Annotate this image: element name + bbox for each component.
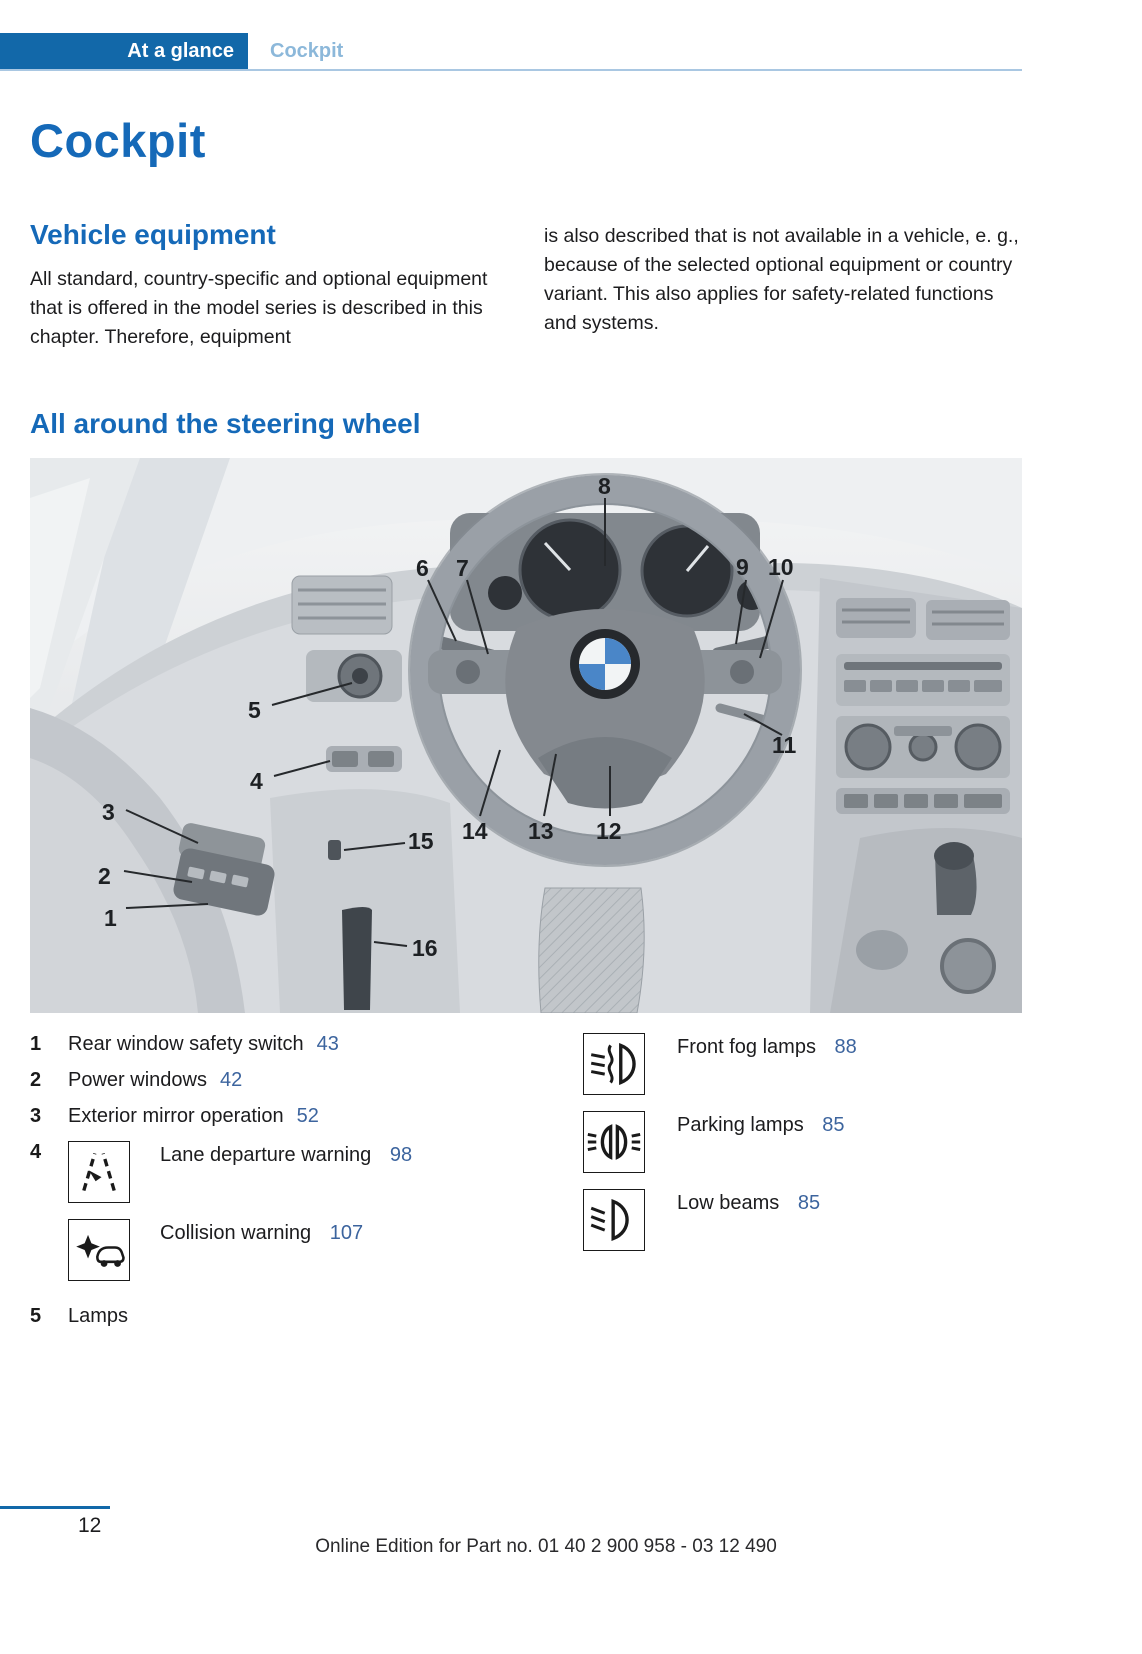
steering-wheel-heading: All around the steering wheel bbox=[30, 407, 421, 439]
legend-item-text: Low beams 85 bbox=[677, 1189, 820, 1215]
cockpit-figure: 1 2 3 4 5 6 7 8 9 10 11 12 13 14 15 16 bbox=[30, 457, 1022, 1014]
page-reference-link[interactable]: 85 bbox=[797, 1191, 821, 1214]
legend-item-front-fog-lamps: Front fog lamps 88 bbox=[583, 1032, 1022, 1095]
legend-item-number: 1 bbox=[30, 1032, 42, 1055]
legend-left-column: 1 Rear window safety switch 43 2 Power w… bbox=[30, 1033, 583, 1341]
callout-2: 2 bbox=[98, 863, 111, 889]
callout-11: 11 bbox=[772, 732, 797, 758]
callout-10: 10 bbox=[768, 554, 794, 580]
legend-item-rear-window-safety-switch: 1 Rear window safety switch 43 bbox=[30, 1033, 583, 1056]
page-reference-link[interactable]: 98 bbox=[389, 1143, 413, 1166]
figure-legend: 1 Rear window safety switch 43 2 Power w… bbox=[30, 1032, 1022, 1341]
legend-item-label: Power windows bbox=[68, 1068, 207, 1091]
page-reference-link[interactable]: 43 bbox=[316, 1032, 339, 1055]
vehicle-equipment-text-left: All standard, country-specific and optio… bbox=[30, 267, 488, 348]
callout-numbers: 1 2 3 4 5 6 7 8 9 10 11 12 13 14 15 16 bbox=[98, 473, 797, 961]
callout-14: 14 bbox=[462, 818, 488, 844]
legend-item-low-beams: Low beams 85 bbox=[583, 1188, 1022, 1251]
page-reference-link[interactable]: 107 bbox=[329, 1221, 364, 1244]
climate-control-unit bbox=[836, 715, 1010, 778]
vehicle-equipment-left-column: Vehicle equipment All standard, country-… bbox=[30, 219, 508, 352]
legend-item-label: Lamps bbox=[68, 1304, 129, 1327]
callout-4: 4 bbox=[250, 768, 263, 794]
collision-warning-icon bbox=[68, 1218, 130, 1281]
center-console bbox=[830, 827, 1022, 1013]
callout-1: 1 bbox=[104, 905, 117, 931]
legend-item-power-windows: 2 Power windows 42 bbox=[30, 1069, 583, 1092]
page-reference-link[interactable]: 88 bbox=[834, 1035, 857, 1058]
legend-item-text: Lane departure warning 98 bbox=[160, 1141, 412, 1167]
page-reference-link[interactable]: 42 bbox=[219, 1068, 243, 1091]
assistance-button-panel bbox=[326, 745, 402, 772]
callout-9: 9 bbox=[736, 554, 749, 580]
footer-rule bbox=[0, 1506, 110, 1509]
legend-item-exterior-mirror: 3 Exterior mirror operation 52 bbox=[30, 1105, 583, 1128]
callout-16: 16 bbox=[412, 935, 438, 961]
legend-right-column: Front fog lamps 88 bbox=[583, 1032, 1022, 1267]
vehicle-equipment-right-column: is also described that is not available … bbox=[544, 219, 1022, 352]
legend-item-label: Collision warning bbox=[160, 1221, 312, 1244]
edition-note: Online Edition for Part no. 01 40 2 900 … bbox=[315, 1536, 777, 1557]
legend-item-number: 5 bbox=[30, 1304, 42, 1327]
vehicle-equipment-heading: Vehicle equipment bbox=[30, 218, 276, 250]
legend-item-text: Collision warning 107 bbox=[160, 1219, 363, 1245]
callout-13: 13 bbox=[528, 818, 554, 844]
idrive-controller bbox=[940, 937, 996, 994]
legend-item-label: Low beams bbox=[677, 1191, 780, 1214]
callout-12: 12 bbox=[596, 818, 622, 844]
chapter-tab-at-a-glance: At a glance bbox=[0, 33, 248, 69]
cockpit-illustration: 1 2 3 4 5 6 7 8 9 10 11 12 13 14 15 16 bbox=[30, 457, 1022, 1014]
legend-item-text: Front fog lamps 88 bbox=[677, 1033, 857, 1059]
legend-item-label: Rear window safety switch bbox=[68, 1032, 304, 1055]
window-switches bbox=[173, 848, 275, 916]
low-beams-icon bbox=[583, 1188, 645, 1251]
radio-unit bbox=[836, 653, 1010, 706]
callout-leader-lines bbox=[123, 497, 784, 947]
bmw-roundel bbox=[570, 628, 640, 699]
floor-mat bbox=[538, 887, 645, 1014]
vehicle-equipment-section: Vehicle equipment All standard, country-… bbox=[30, 219, 1022, 352]
callout-5: 5 bbox=[248, 697, 261, 723]
legend-item-number: 2 bbox=[30, 1068, 42, 1091]
callout-15: 15 bbox=[408, 828, 434, 854]
lower-button-row bbox=[836, 787, 1010, 814]
steering-wheel bbox=[408, 472, 802, 867]
legend-item-lane-departure-warning: 4 Lane departure warning 98 bbox=[30, 1140, 583, 1203]
parking-lamps-icon bbox=[583, 1110, 645, 1173]
page-number: 12 bbox=[78, 1514, 102, 1537]
door-pocket bbox=[342, 906, 372, 1010]
page-title: Cockpit bbox=[30, 114, 206, 167]
cup-holder bbox=[856, 929, 908, 970]
left-air-vent bbox=[291, 575, 393, 635]
legend-item-number: 3 bbox=[30, 1104, 42, 1127]
legend-item-lamps: 5 Lamps bbox=[30, 1305, 583, 1328]
page-header: At a glance Cockpit bbox=[0, 33, 1022, 71]
callout-7: 7 bbox=[456, 555, 469, 581]
chapter-tab-cockpit: Cockpit bbox=[270, 39, 344, 62]
instrument-cluster bbox=[450, 512, 767, 631]
page-reference-link[interactable]: 52 bbox=[296, 1104, 319, 1127]
light-switch bbox=[306, 649, 402, 702]
front-fog-lamps-icon bbox=[583, 1032, 645, 1095]
legend-item-label: Parking lamps bbox=[677, 1113, 804, 1136]
ignition-slot bbox=[328, 839, 341, 860]
legend-item-text: Parking lamps 85 bbox=[677, 1111, 845, 1137]
gear-selector bbox=[934, 841, 977, 915]
callout-6: 6 bbox=[416, 555, 429, 581]
door-panel bbox=[30, 707, 275, 1013]
center-air-vents bbox=[836, 597, 1010, 640]
lane-departure-warning-icon bbox=[68, 1140, 130, 1203]
legend-item-label: Exterior mirror operation bbox=[68, 1104, 284, 1127]
legend-item-label: Front fog lamps bbox=[677, 1035, 816, 1058]
legend-item-parking-lamps: Parking lamps 85 bbox=[583, 1110, 1022, 1173]
callout-3: 3 bbox=[102, 799, 115, 825]
page-reference-link[interactable]: 85 bbox=[822, 1113, 845, 1136]
callout-8: 8 bbox=[598, 473, 611, 499]
vehicle-equipment-text-right: is also described that is not available … bbox=[544, 224, 1019, 334]
legend-item-collision-warning: Collision warning 107 bbox=[30, 1218, 583, 1281]
legend-item-label: Lane departure warning bbox=[160, 1143, 372, 1166]
legend-item-number: 4 bbox=[30, 1140, 42, 1163]
